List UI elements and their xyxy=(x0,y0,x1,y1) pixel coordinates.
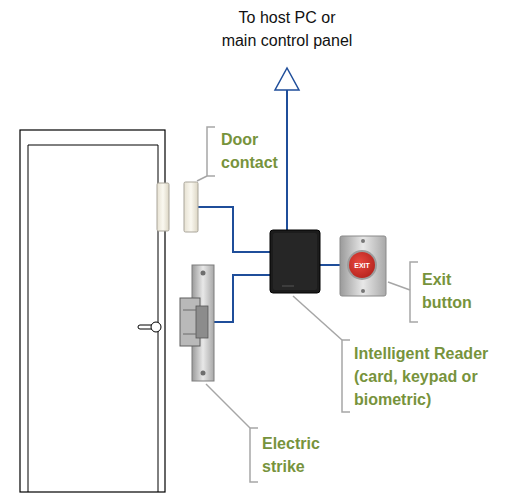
leader-line xyxy=(293,296,342,340)
exit-button-cap xyxy=(349,252,375,278)
contact-wire xyxy=(198,207,270,252)
plate-screw xyxy=(361,239,365,243)
button-text: EXIT xyxy=(348,261,376,270)
reader-face xyxy=(273,233,317,290)
exit-wire xyxy=(320,264,340,266)
leader-line xyxy=(197,176,207,181)
plate-screw xyxy=(361,289,365,293)
button-bezel xyxy=(347,250,377,280)
callout-label: Door contact xyxy=(221,128,293,174)
bracket xyxy=(207,127,215,176)
door-handle-rose xyxy=(151,322,161,332)
strike-screw xyxy=(201,371,206,376)
strike-detail xyxy=(183,334,196,335)
callout-label: Exit button xyxy=(422,268,486,314)
door-frame xyxy=(20,130,165,492)
strike-detail xyxy=(183,310,196,311)
contact-magnet xyxy=(157,183,169,231)
reader-logo xyxy=(282,286,294,287)
reader-body xyxy=(270,230,320,293)
strike-wire xyxy=(214,275,270,322)
strike-keeper xyxy=(196,306,208,338)
door-leaf xyxy=(28,145,158,492)
bracket xyxy=(250,428,258,482)
leader-line xyxy=(388,282,410,290)
contact-switch xyxy=(184,182,198,232)
host-label: To host PC or main control panel xyxy=(220,6,354,52)
hollow-arrowhead xyxy=(275,68,299,90)
exit-plate xyxy=(340,236,386,296)
leader-line xyxy=(206,384,250,428)
callout-label: Intelligent Reader (card, keypad or biom… xyxy=(354,342,504,411)
strike-screw xyxy=(201,271,206,276)
bracket xyxy=(342,340,350,412)
callout-label: Electric strike xyxy=(262,432,340,478)
wiring xyxy=(198,90,340,322)
callout-brackets xyxy=(197,127,418,482)
host-wire xyxy=(286,90,288,230)
bracket xyxy=(410,262,418,322)
